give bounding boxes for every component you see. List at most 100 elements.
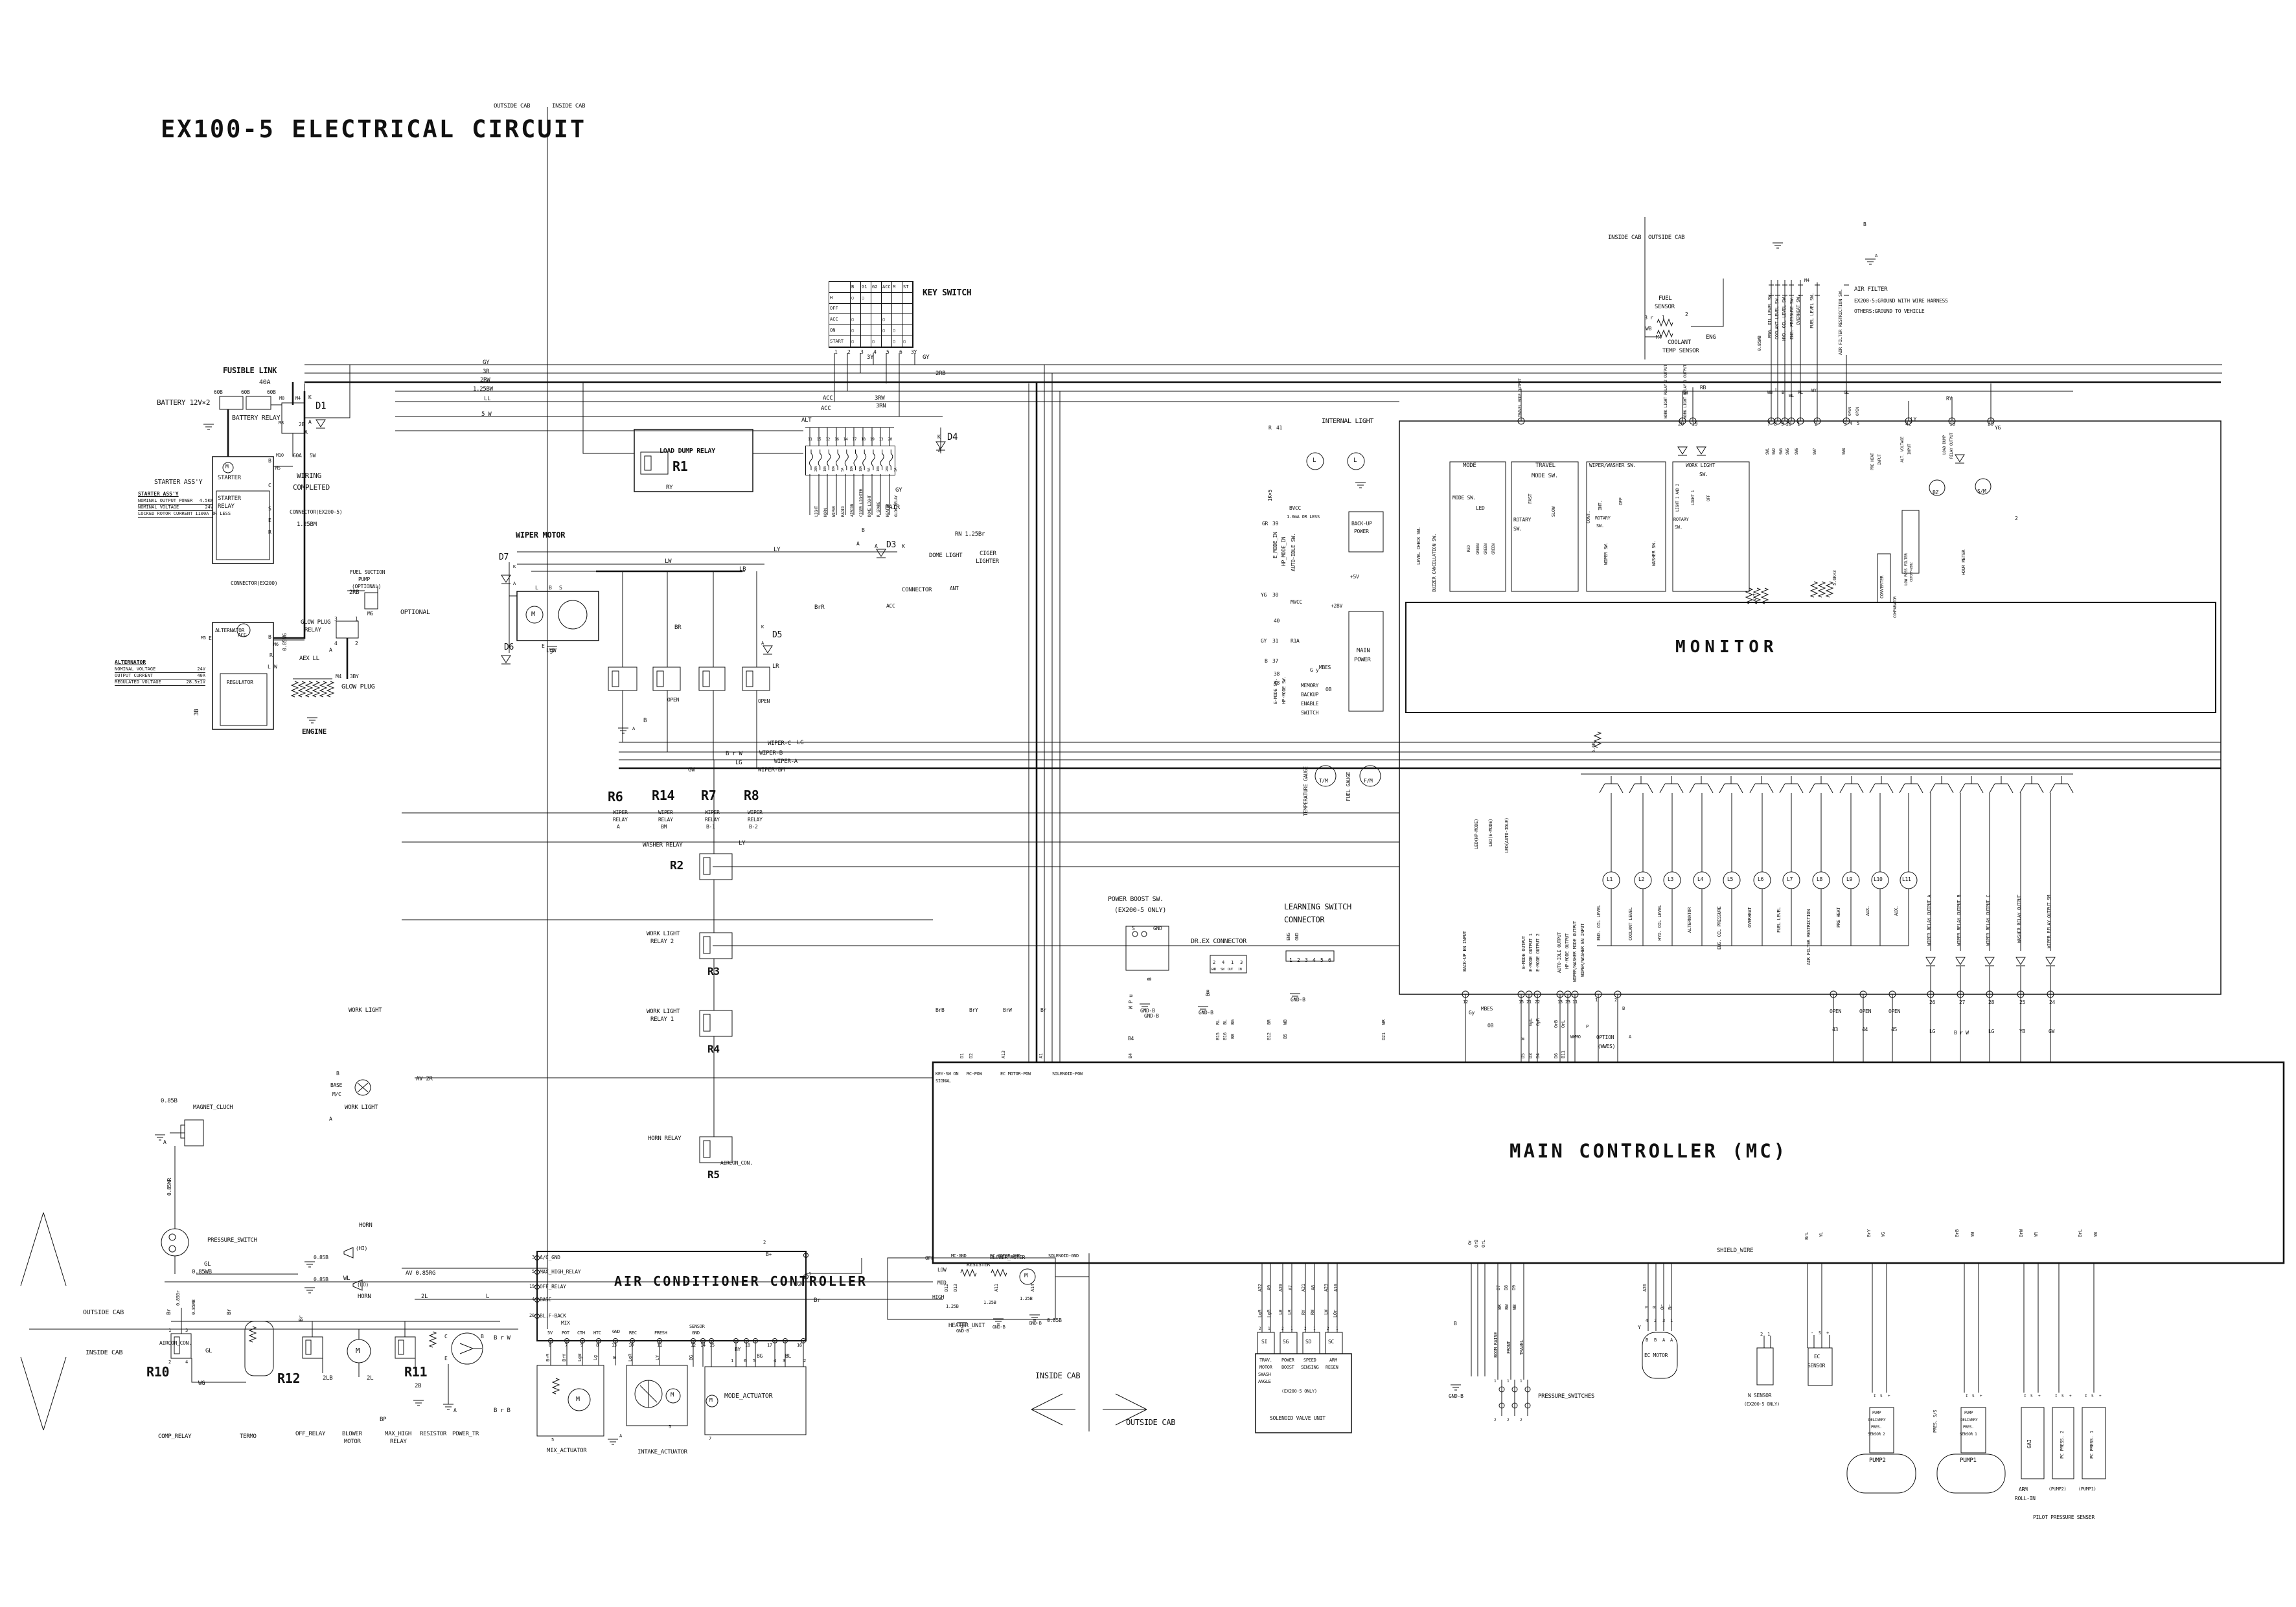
text-label: 0.85Br [176,1290,181,1306]
text-label: MOTOR [344,1439,361,1445]
text-label: GY [923,354,930,361]
text-label: M [225,464,229,470]
key-switch-contact [892,314,902,326]
text-label: 18 [1949,421,1956,427]
text-label: WIPER-C [768,740,791,747]
key-switch-contact: ○ [882,314,892,326]
text-label: BR [1267,1020,1272,1025]
text-label: BrW [1003,1007,1012,1013]
text-label: M4 [1804,278,1809,283]
text-label: PRE HEAT [1870,453,1875,471]
key-switch-contact: ○ [851,292,861,304]
text-label: GND-B [1144,1013,1159,1019]
text-label: CONNECTOR [1284,915,1325,924]
text-label: 10 [1785,421,1792,427]
text-label: 5.6K [1591,742,1596,753]
main-controller-label: MAIN CONTROLLER (MC) [1510,1140,1788,1162]
text-label: 5V [547,1330,553,1336]
text-label: 1 [1767,1332,1770,1337]
text-label: RW [1682,390,1688,396]
text-label: LR [1287,1310,1292,1315]
text-label: A [1875,253,1877,258]
fuse-label: WIPER [832,506,837,517]
text-label: AIR FILTER RESTRICTION [1806,909,1811,965]
text-label: FUSIBLE LINK [223,366,277,375]
text-label: 7 [1767,421,1771,427]
text-label: LY [1911,416,1917,422]
text-label: INSIDE CAB [1608,234,1642,241]
text-label: 4 [774,1358,776,1363]
text-label: OVERHEAT SW. [1796,295,1801,325]
text-label: A [619,1433,622,1439]
text-label: A13 [1001,1051,1006,1058]
text-label: AUX. [1865,906,1870,916]
text-label: MIX_ACTUATOR [547,1448,587,1454]
text-label: SW. [1699,472,1708,477]
text-label: OUT [1228,968,1234,972]
text-label: 0.85B [314,1277,328,1282]
key-switch-contact [851,303,861,315]
text-label: OFF [1706,495,1711,501]
text-label: A7 [1288,1285,1293,1290]
text-label: BL [1223,1020,1228,1025]
text-label: HOUR METER [1961,549,1966,575]
text-label: I [1966,1394,1968,1398]
text-label: MEMORY [1301,683,1319,689]
text-label: 2 [1494,1418,1497,1422]
fuse-number: 16 [834,437,839,442]
text-label: B [1454,1321,1457,1327]
text-label: M4 [336,674,342,679]
text-label: B r B [494,1408,511,1414]
text-label: R12 [277,1371,301,1386]
text-label: HIGH [932,1294,945,1300]
text-label: WORK LIGHT [647,931,680,937]
text-label: CUTOFF=20Hz [1910,562,1914,582]
key-switch-contact: ○ [861,292,871,304]
text-label: BUZZER CANCELLATION SW. [1432,533,1437,592]
text-label: AV 0.85RG [406,1270,436,1277]
text-label: OUTSIDE CAB [494,103,531,109]
text-label: AEX LL [299,655,319,662]
text-label: YW [1970,1232,1975,1237]
text-label: LG [1929,1029,1936,1034]
text-label: WIPER-A [774,758,798,765]
text-label: S [1819,1330,1821,1336]
text-label: 3 [1662,1318,1665,1323]
key-switch-contact [871,325,882,336]
text-label: SW. [1596,523,1604,529]
fuse-label: CIGER LIGHTER [858,488,864,517]
text-label: 4 [873,349,877,355]
text-label: A8 [1311,1285,1316,1290]
key-switch-row: START [829,336,851,347]
text-label: ENABLE [1301,701,1319,707]
text-label: (PUMP1) [2078,1487,2096,1492]
text-label: BOOM RAISE [1493,1332,1498,1358]
text-label: 3 [1240,960,1243,965]
text-label: 1 [1268,1327,1270,1331]
text-label: OB [1487,1023,1494,1029]
text-label: RN 1.25Br [955,531,985,538]
text-label: 5 [1320,957,1324,963]
text-label: E [268,518,271,523]
text-label: D7 [1496,1285,1501,1290]
page-title: EX100-5 ELECTRICAL CIRCUIT [161,115,587,143]
text-label: OPEN [1830,1009,1842,1014]
text-label: MAIN [1357,648,1370,654]
text-label: 12 [691,1343,696,1348]
text-label: SG [1283,1339,1289,1345]
text-label: 1 [834,349,838,355]
text-label: MC-POW [967,1071,982,1077]
text-label: LOW PASS FILTER [1904,553,1909,586]
fuse-box [805,446,895,475]
text-label: 3Y [867,354,874,361]
text-label: B11 [1561,1051,1566,1058]
text-label: SENSING [1301,1365,1319,1370]
text-label: LG [1988,1029,1995,1034]
text-label: L [1353,457,1357,464]
key-switch-col: ACC [882,282,892,293]
text-label: 43 [1832,1027,1839,1032]
text-label: DELIVERY [1960,1418,1978,1422]
text-label: +28V [1331,603,1343,609]
text-label: OFF_RELAY [295,1431,326,1437]
fuse-label: LIGHT [814,506,819,517]
